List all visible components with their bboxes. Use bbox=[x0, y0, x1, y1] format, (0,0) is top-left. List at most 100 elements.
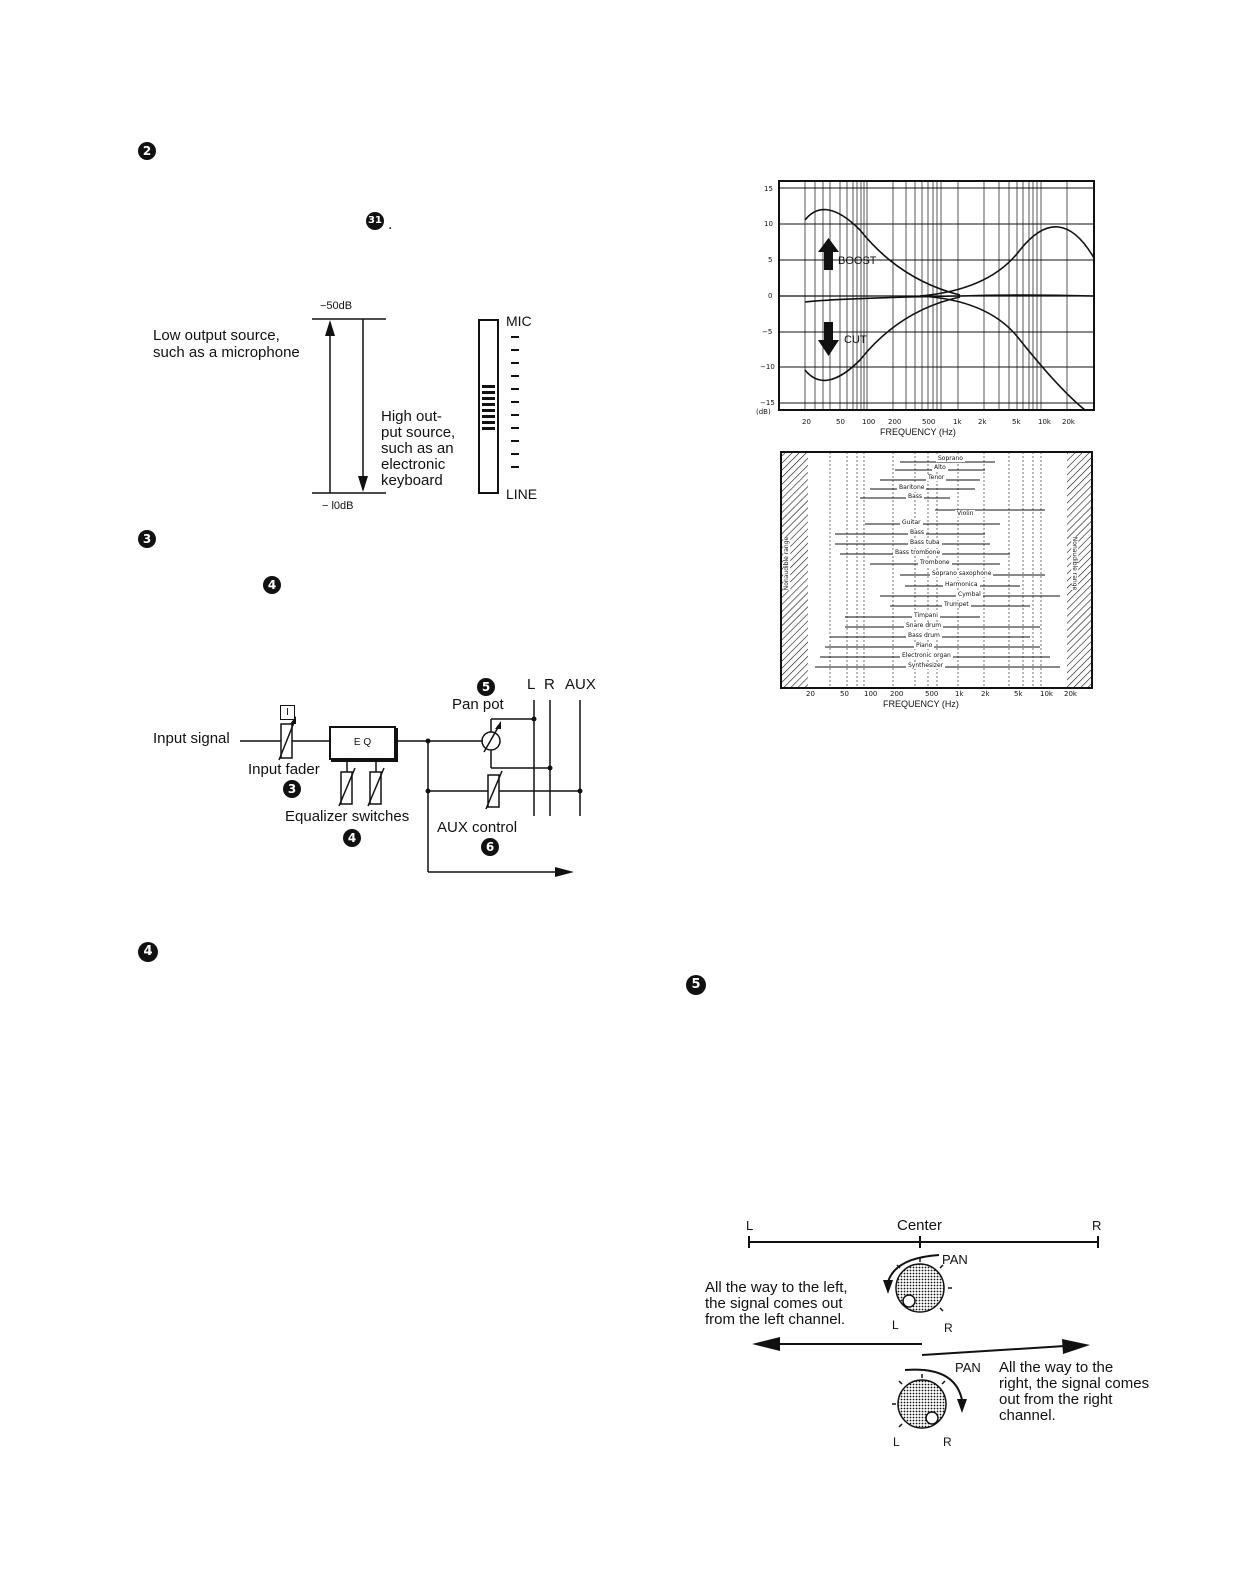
pan-knob1-L: L bbox=[892, 1318, 899, 1332]
inst-baritone: Baritone bbox=[897, 484, 927, 491]
level-top-db: −50dB bbox=[320, 300, 353, 312]
inst-soprano-sax: Soprano saxophone bbox=[930, 570, 994, 577]
pan-pot-label: Pan pot bbox=[452, 696, 504, 713]
eq-x-500: 500 bbox=[922, 418, 936, 426]
pan-knob2-label: PAN bbox=[955, 1360, 981, 1375]
marker-4-section: 4 bbox=[138, 942, 158, 962]
inst-piano: Piano bbox=[914, 642, 935, 649]
inst-trumpet: Trumpet bbox=[942, 601, 971, 608]
inst-bass-voice: Bass bbox=[906, 493, 925, 500]
inst-harmonica: Harmonica bbox=[943, 581, 980, 588]
pan-right-label: R bbox=[1092, 1218, 1102, 1233]
inst-tenor: Tenor bbox=[926, 474, 947, 481]
eq-x-100: 100 bbox=[862, 418, 876, 426]
range-x-50: 50 bbox=[840, 690, 849, 698]
eq-y-5: 5 bbox=[768, 256, 773, 264]
eq-y-neg5: −5 bbox=[762, 328, 773, 336]
bus-L-label: L bbox=[527, 676, 536, 693]
input-signal-label: Input signal bbox=[153, 730, 230, 747]
eq-x-label: FREQUENCY (Hz) bbox=[880, 427, 956, 437]
eq-x-20k: 20k bbox=[1062, 418, 1075, 426]
marker-3b: 3 bbox=[283, 780, 301, 798]
line-label: LINE bbox=[506, 486, 538, 502]
marker-5: 5 bbox=[477, 678, 495, 696]
inst-bass: Bass bbox=[908, 529, 927, 536]
high-source-line-5: keyboard bbox=[381, 472, 443, 489]
eq-y-0: 0 bbox=[768, 292, 773, 300]
level-bottom-db: − l0dB bbox=[322, 500, 354, 512]
eq-x-200: 200 bbox=[888, 418, 902, 426]
eq-x-20: 20 bbox=[802, 418, 811, 426]
pan-knob2-R: R bbox=[943, 1435, 952, 1449]
eq-box: E Q bbox=[329, 726, 396, 760]
equalizer-switches-label: Equalizer switches bbox=[285, 808, 410, 825]
eq-x-5k: 5k bbox=[1012, 418, 1021, 426]
low-source-line-2: such as a microphone bbox=[153, 344, 300, 361]
inst-soprano: Soprano bbox=[936, 455, 965, 462]
nonaudible-right: Nonaudible range bbox=[1071, 536, 1079, 591]
high-source-line-4: electronic bbox=[381, 456, 446, 473]
level-diagram-graphic bbox=[312, 318, 519, 494]
pan-right-text-3: out from the right bbox=[999, 1391, 1113, 1408]
pad-box: I bbox=[280, 705, 295, 720]
inst-timpani: Timpani bbox=[912, 612, 940, 619]
pan-left-text-1: All the way to the left, bbox=[705, 1279, 848, 1296]
inst-bass-tuba: Bass tuba bbox=[908, 539, 942, 546]
low-source-line-1: Low output source, bbox=[153, 327, 280, 344]
pan-knob1-R: R bbox=[944, 1321, 953, 1335]
bus-R-label: R bbox=[544, 676, 555, 693]
range-x-100: 100 bbox=[864, 690, 878, 698]
marker-31-dot: . bbox=[388, 216, 393, 233]
range-x-label: FREQUENCY (Hz) bbox=[883, 699, 959, 709]
range-x-200: 200 bbox=[890, 690, 904, 698]
inst-bass-drum: Bass drum bbox=[906, 632, 942, 639]
pan-left-text-3: from the left channel. bbox=[705, 1311, 846, 1328]
eq-response-chart bbox=[778, 180, 1095, 411]
pan-diagram-graphic bbox=[748, 1236, 1099, 1429]
pan-left-text-2: the signal comes out bbox=[705, 1295, 843, 1312]
inst-cymbal: Cymbal bbox=[956, 591, 983, 598]
pan-right-text-4: channel. bbox=[999, 1407, 1056, 1424]
range-x-500: 500 bbox=[925, 690, 939, 698]
inst-guitar: Guitar bbox=[900, 519, 923, 526]
high-source-line-2: put source, bbox=[381, 424, 456, 441]
inst-alto: Alto bbox=[932, 464, 948, 471]
high-source-line-1: High out- bbox=[381, 408, 442, 425]
range-x-20k: 20k bbox=[1064, 690, 1077, 698]
bus-AUX-label: AUX bbox=[565, 676, 596, 693]
inst-violin: Violin bbox=[955, 510, 976, 517]
inst-electronic-organ: Electronic organ bbox=[900, 652, 953, 659]
inst-synthesizer: Synthesizer bbox=[906, 662, 946, 669]
inst-trombone: Trombone bbox=[918, 559, 952, 566]
eq-x-1k: 1k bbox=[953, 418, 962, 426]
marker-5-section: 5 bbox=[686, 975, 706, 995]
eq-y-neg15: −15 bbox=[760, 399, 775, 407]
high-source-line-3: such as an bbox=[381, 440, 454, 457]
marker-6: 6 bbox=[481, 838, 499, 856]
eq-x-2k: 2k bbox=[978, 418, 987, 426]
eq-y-unit: (dB) bbox=[756, 408, 771, 416]
nonaudible-left: Nonaudible range bbox=[783, 536, 791, 591]
input-fader-label: Input fader bbox=[248, 761, 320, 778]
pan-knob1-label: PAN bbox=[942, 1252, 968, 1267]
eq-y-10: 10 bbox=[764, 220, 773, 228]
eq-x-10k: 10k bbox=[1038, 418, 1051, 426]
marker-2: 2 bbox=[138, 142, 156, 160]
range-x-2k: 2k bbox=[981, 690, 990, 698]
signal-flow-graphic bbox=[240, 700, 583, 877]
pan-right-text-2: right, the signal comes bbox=[999, 1375, 1150, 1392]
pan-knob2-L: L bbox=[893, 1435, 900, 1449]
marker-3: 3 bbox=[138, 530, 156, 548]
marker-4b: 4 bbox=[343, 829, 361, 847]
inst-snare-drum: Snare drum bbox=[904, 622, 944, 629]
mic-label: MIC bbox=[506, 313, 532, 329]
range-x-1k: 1k bbox=[955, 690, 964, 698]
eq-y-15: 15 bbox=[764, 185, 773, 193]
marker-31: 31 bbox=[366, 212, 384, 230]
eq-y-neg10: −10 bbox=[760, 363, 775, 371]
range-x-5k: 5k bbox=[1014, 690, 1023, 698]
range-x-20: 20 bbox=[806, 690, 815, 698]
pan-right-text-1: All the way to the bbox=[999, 1359, 1114, 1376]
inst-bass-trombone: Bass trombone bbox=[893, 549, 943, 556]
range-x-10k: 10k bbox=[1040, 690, 1053, 698]
